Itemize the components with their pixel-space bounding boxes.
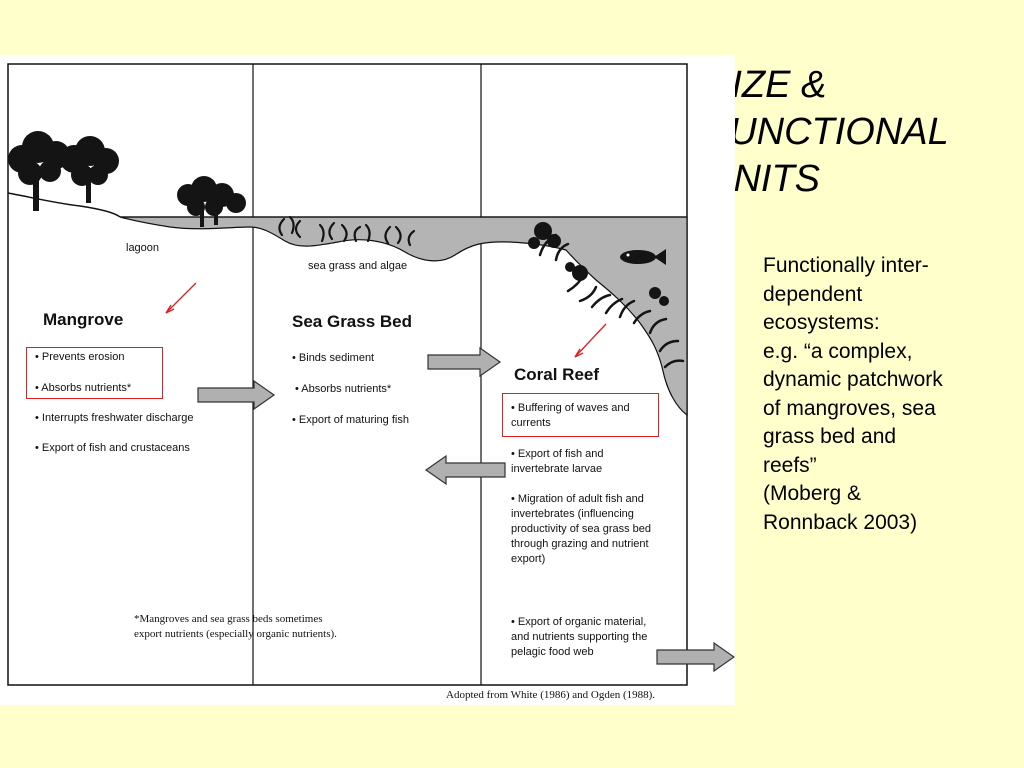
source-credit: Adopted from White (1986) and Ogden (198… bbox=[446, 689, 656, 701]
seagrass-bed-heading: Sea Grass Bed bbox=[292, 312, 413, 331]
seagrass-bed-item: • Binds sediment bbox=[292, 352, 375, 364]
highlight-arrow bbox=[165, 282, 607, 358]
seagrass-bed-item: • Absorbs nutrients* bbox=[295, 383, 392, 395]
mangrove-item: • Prevents erosion bbox=[35, 351, 125, 363]
body-line: grass bed and bbox=[763, 425, 897, 448]
diagram-illustration bbox=[7, 63, 735, 686]
body-line: Ronnback 2003) bbox=[763, 510, 918, 534]
coral-reef-item: • Export of organic material, and nutrie… bbox=[511, 616, 648, 658]
mangrove-item: • Interrupts freshwater discharge bbox=[35, 412, 194, 424]
mangrove-tree-icon bbox=[8, 131, 246, 227]
mangrove-heading: Mangrove bbox=[43, 310, 124, 329]
mangrove-item: • Export of fish and crustaceans bbox=[35, 442, 190, 454]
slide-body-text: Functionally inter- dependent ecosystems… bbox=[763, 252, 1018, 537]
coral-branches-icon bbox=[538, 233, 685, 369]
coral-reef-item: • Export of fish and invertebrate larvae bbox=[511, 448, 604, 475]
ecosystem-diagram: lagoon sea grass and algae Mangrove • Pr… bbox=[0, 55, 735, 705]
shore-profile bbox=[7, 192, 121, 218]
body-line: dynamic patchwork bbox=[763, 368, 943, 391]
highlight-box bbox=[502, 393, 659, 437]
body-line: of mangroves, sea bbox=[763, 396, 936, 420]
slide-title: SIZE & FUNCTIONAL UNITS bbox=[706, 64, 949, 200]
seagrass-icon bbox=[278, 215, 416, 247]
coral-reef-item: • Buffering of waves and currents bbox=[511, 402, 630, 429]
body-line: Functionally inter- bbox=[763, 254, 929, 277]
body-line: e.g. “a complex, bbox=[763, 339, 913, 363]
body-line: dependent bbox=[763, 282, 863, 306]
body-line: ecosystems: bbox=[763, 311, 880, 334]
body-line: reefs” bbox=[763, 453, 817, 477]
coral-reef-item: • Migration of adult fish and invertebra… bbox=[511, 493, 652, 565]
seagrass-bed-item: • Export of maturing fish bbox=[292, 414, 409, 426]
seagrass-label: sea grass and algae bbox=[308, 260, 408, 272]
highlight-box bbox=[26, 347, 163, 399]
flow-arrow-icon bbox=[197, 346, 735, 673]
mangrove-item: • Absorbs nutrients* bbox=[35, 382, 132, 394]
footnote: *Mangroves and sea grass beds sometimes … bbox=[134, 613, 337, 640]
body-line: (Moberg & bbox=[763, 482, 862, 505]
fish-icon bbox=[620, 249, 666, 265]
water-area bbox=[119, 216, 688, 417]
lagoon-label: lagoon bbox=[126, 242, 160, 254]
coral-reef-heading: Coral Reef bbox=[514, 365, 600, 384]
